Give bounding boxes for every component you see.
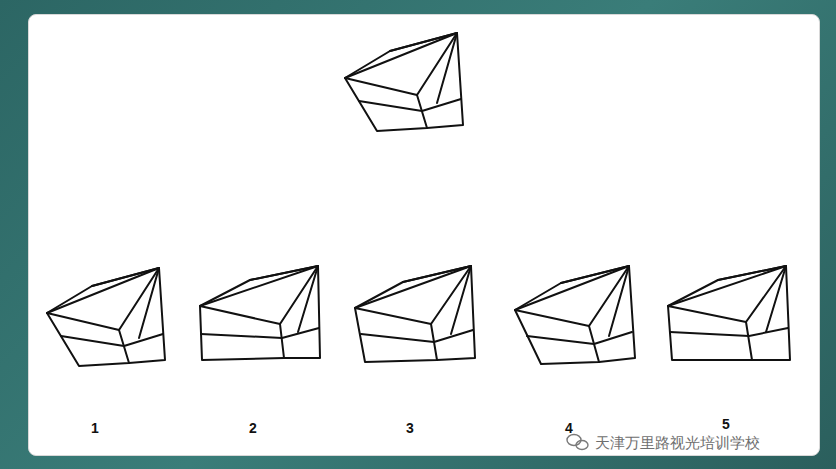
- option-number: 1: [91, 420, 99, 436]
- option-number: 3: [406, 420, 414, 436]
- option-figure: [200, 266, 320, 360]
- option-figure: [668, 266, 790, 360]
- watermark-icon: [567, 435, 588, 450]
- watermark-text: 天津万里路视光培训学校: [595, 434, 760, 453]
- option-figure: [515, 266, 635, 364]
- option-number: 2: [249, 420, 257, 436]
- target-figure: [345, 33, 463, 131]
- option-number: 4: [565, 420, 573, 436]
- white-panel: [28, 14, 820, 456]
- option-figure: [355, 266, 475, 362]
- option-figure: [47, 268, 165, 366]
- option-number: 5: [722, 416, 730, 432]
